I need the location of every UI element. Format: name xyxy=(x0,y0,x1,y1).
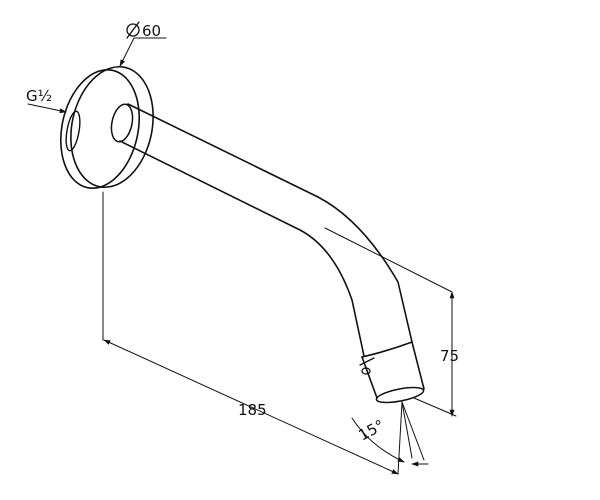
angle-dimension: 15° xyxy=(351,401,429,467)
outlet-nozzle xyxy=(359,341,425,404)
length-label: 185 xyxy=(238,401,267,419)
thread-label: G½ xyxy=(26,87,52,105)
height-dimension: 75 xyxy=(413,291,459,417)
wall-flange xyxy=(59,65,154,190)
diameter-icon xyxy=(126,21,140,39)
angle-label: 15° xyxy=(355,416,387,444)
length-dimension: 185 xyxy=(102,191,403,475)
spout-pipe xyxy=(110,103,453,357)
diameter-label: 60 xyxy=(142,22,161,40)
thread-dimension: G½ xyxy=(26,87,67,114)
height-label: 75 xyxy=(440,347,459,365)
diameter-dimension: 60 xyxy=(119,21,167,67)
